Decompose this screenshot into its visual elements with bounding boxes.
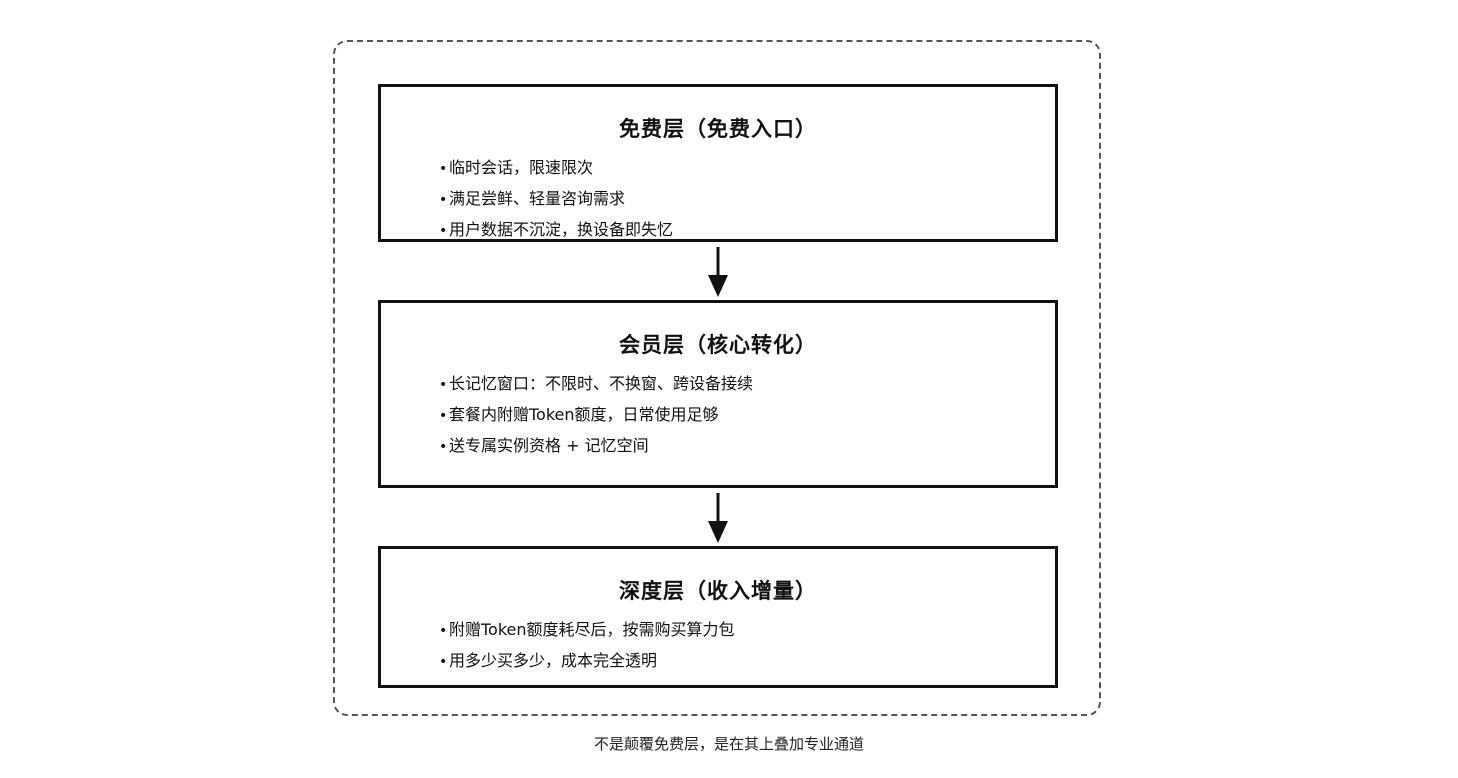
member-tier-bullet: 送专属实例资格 + 记忆空间 [439,431,753,462]
deep-tier-title: 深度层（收入增量） [619,579,817,603]
member-tier-bullet: 长记忆窗口：不限时、不换窗、跨设备接续 [439,369,753,400]
member-tier-bullet: 套餐内附赠Token额度，日常使用足够 [439,400,753,431]
free-tier-bullet: 临时会话，限速限次 [439,153,673,184]
deep-tier-bullet-list: 附赠Token额度耗尽后，按需购买算力包 用多少买多少，成本完全透明 [439,615,735,677]
free-tier-bullet: 满足尝鲜、轻量咨询需求 [439,184,673,215]
down-arrow-icon [708,493,728,543]
free-tier-title: 免费层（免费入口） [619,117,817,141]
footer-caption: 不是颠覆免费层，是在其上叠加专业通道 [593,735,864,753]
member-tier-title: 会员层（核心转化） [619,333,817,357]
member-tier-box: 会员层（核心转化） 长记忆窗口：不限时、不换窗、跨设备接续 套餐内附赠Token… [378,300,1058,488]
member-tier-bullet-list: 长记忆窗口：不限时、不换窗、跨设备接续 套餐内附赠Token额度，日常使用足够 … [439,369,753,462]
deep-tier-box: 深度层（收入增量） 附赠Token额度耗尽后，按需购买算力包 用多少买多少，成本… [378,546,1058,688]
down-arrow-icon [708,247,728,297]
free-tier-box: 免费层（免费入口） 临时会话，限速限次 满足尝鲜、轻量咨询需求 用户数据不沉淀，… [378,84,1058,242]
deep-tier-bullet: 用多少买多少，成本完全透明 [439,646,735,677]
free-tier-bullet-list: 临时会话，限速限次 满足尝鲜、轻量咨询需求 用户数据不沉淀，换设备即失忆 [439,153,673,246]
deep-tier-bullet: 附赠Token额度耗尽后，按需购买算力包 [439,615,735,646]
free-tier-bullet: 用户数据不沉淀，换设备即失忆 [439,215,673,246]
dashed-outer-frame [333,40,1101,716]
